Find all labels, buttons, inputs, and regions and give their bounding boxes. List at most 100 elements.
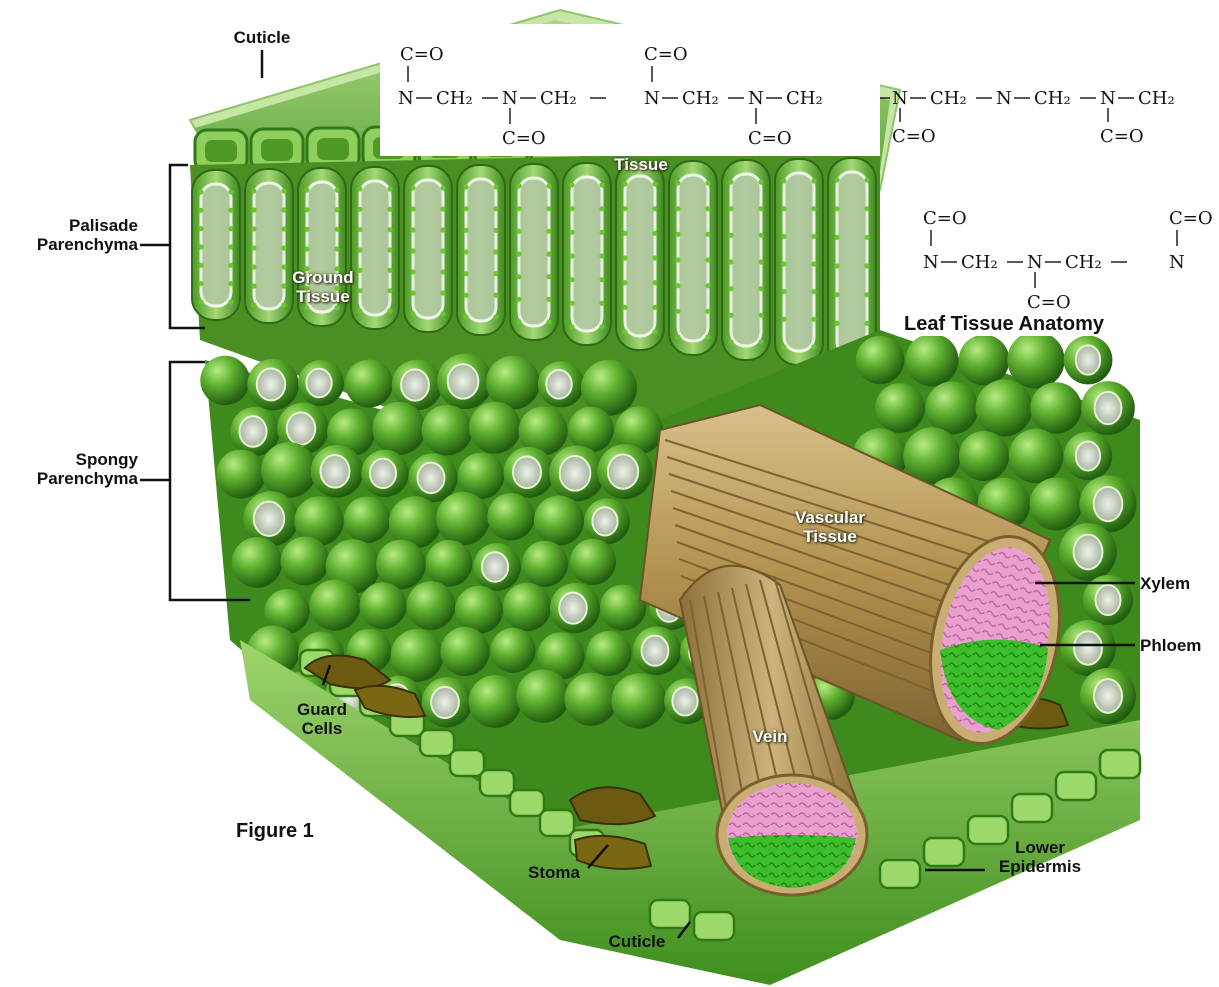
spongy-cell: [490, 628, 535, 673]
spongy-cell: [1009, 429, 1063, 483]
label-spongy-parenchyma: Spongy Parenchyma: [0, 450, 138, 488]
label-vascular-tissue: Vascular Tissue: [768, 508, 892, 546]
spongy-cell: [959, 431, 1009, 481]
spongy-cell: [550, 583, 600, 633]
spongy-cell: [1030, 478, 1083, 531]
spongy-cell: [1060, 620, 1116, 676]
chem-top-group: C=O: [400, 44, 444, 65]
spongy-cell: [232, 537, 283, 588]
chem-bottom-group: C=O: [748, 128, 792, 149]
spongy-cell: [486, 356, 540, 410]
palisade-cell: [192, 170, 240, 320]
spongy-cell: [538, 361, 584, 407]
chem-atom: N: [1100, 88, 1116, 109]
spongy-cell: [856, 336, 905, 385]
chem-atom: CH₂: [1138, 88, 1175, 109]
chem-top-group: C=O: [644, 44, 688, 65]
spongy-cell: [1030, 382, 1081, 433]
spongy-cell: [906, 334, 959, 387]
spongy-cell: [436, 492, 490, 546]
spongy-cell: [372, 402, 425, 455]
chem-bottom-group: C=O: [892, 126, 936, 147]
chem-bottom-group: C=O: [1100, 126, 1144, 147]
label-lower-epidermis: Lower Epidermis: [982, 838, 1098, 876]
chem-top-group: C=O: [1169, 208, 1213, 229]
spongy-cell: [361, 450, 408, 497]
spongy-cell: [376, 540, 426, 590]
label-phloem: Phloem: [1140, 636, 1218, 655]
palisade-cell: [404, 166, 452, 332]
palisade-cell: [616, 162, 664, 350]
spongy-cell: [422, 677, 472, 727]
epidermal-cell: [1100, 750, 1140, 778]
chem-atom: N: [996, 88, 1012, 109]
spongy-cell: [440, 627, 489, 676]
chem-atom: N: [748, 88, 764, 109]
label-cuticle-bottom: Cuticle: [588, 932, 686, 951]
spongy-cell: [1059, 523, 1117, 581]
spongy-cell: [611, 673, 666, 728]
epidermal-cell: [540, 810, 574, 836]
spongy-cell: [926, 382, 979, 435]
chemical-structure-strip-right: N C=O CH₂ N CH₂ N C=O CH₂: [880, 56, 1219, 152]
chem-bottom-group: C=O: [502, 128, 546, 149]
spongy-cell: [422, 405, 473, 456]
spongy-cell: [976, 380, 1033, 437]
diagram-title: Leaf Tissue Anatomy: [902, 313, 1106, 336]
chem-atom: CH₂: [436, 88, 473, 109]
palisade-cell: [669, 161, 717, 355]
label-vein: Vein: [728, 727, 812, 746]
chem-atom: N: [892, 88, 908, 109]
label-xylem: Xylem: [1140, 574, 1218, 593]
spongy-cell: [534, 495, 584, 545]
epidermal-cell: [450, 750, 484, 776]
spongy-cell: [309, 580, 360, 631]
chem-atom: N: [923, 252, 939, 273]
palisade-cell: [510, 164, 558, 340]
spongy-cell: [407, 581, 456, 630]
spongy-cell: [1007, 331, 1064, 388]
epidermal-cell: [924, 838, 964, 866]
spongy-cell: [426, 540, 473, 587]
spongy-cell: [1064, 336, 1113, 385]
spongy-cell: [200, 356, 249, 405]
spongy-cell: [344, 496, 391, 543]
chemical-structure-small: C=O N CH₂ N C=O CH₂ C=O N: [915, 200, 1219, 318]
chem-top-group: C=O: [923, 208, 967, 229]
chem-atom: N: [644, 88, 660, 109]
spongy-cell: [633, 626, 682, 675]
palisade-cell: [775, 159, 823, 365]
label-ground-tissue: Ground Tissue: [268, 268, 378, 306]
chemical-structure-strip: C=O N CH₂ N C=O CH₂ C=O N CH₂ N C=O CH₂: [380, 24, 880, 156]
spongy-cell: [473, 543, 521, 591]
chem-atom: CH₂: [930, 88, 967, 109]
chem-atom: N: [1027, 252, 1043, 273]
chem-atom: N: [502, 88, 518, 109]
label-upper-tissue: Tissue: [596, 155, 686, 174]
label-stoma: Stoma: [508, 863, 600, 882]
spongy-cell: [503, 583, 551, 631]
palisade-cell: [722, 160, 770, 360]
epidermal-cell: [420, 730, 454, 756]
chem-atom: CH₂: [961, 252, 998, 273]
chem-atom: CH₂: [682, 88, 719, 109]
spongy-cell: [564, 673, 617, 726]
epidermal-cell: [1012, 794, 1052, 822]
figure-caption: Figure 1: [236, 820, 314, 843]
spongy-cell: [360, 582, 407, 629]
spongy-cell: [549, 445, 605, 501]
chem-atom: CH₂: [1065, 252, 1102, 273]
spongy-cell: [298, 360, 344, 406]
palisade-cell: [563, 163, 611, 345]
label-palisade-parenchyma: Palisade Parenchyma: [0, 216, 138, 254]
palisade-cell: [457, 165, 505, 335]
epidermal-cell: [510, 790, 544, 816]
spongy-cell: [600, 585, 646, 631]
epidermal-cell: [880, 860, 920, 888]
spongy-cell: [1064, 432, 1112, 480]
chem-atom: CH₂: [786, 88, 823, 109]
spongy-cell: [469, 675, 522, 728]
chem-atom: CH₂: [1034, 88, 1071, 109]
spongy-cell: [487, 493, 534, 540]
label-cuticle-top: Cuticle: [214, 28, 310, 47]
